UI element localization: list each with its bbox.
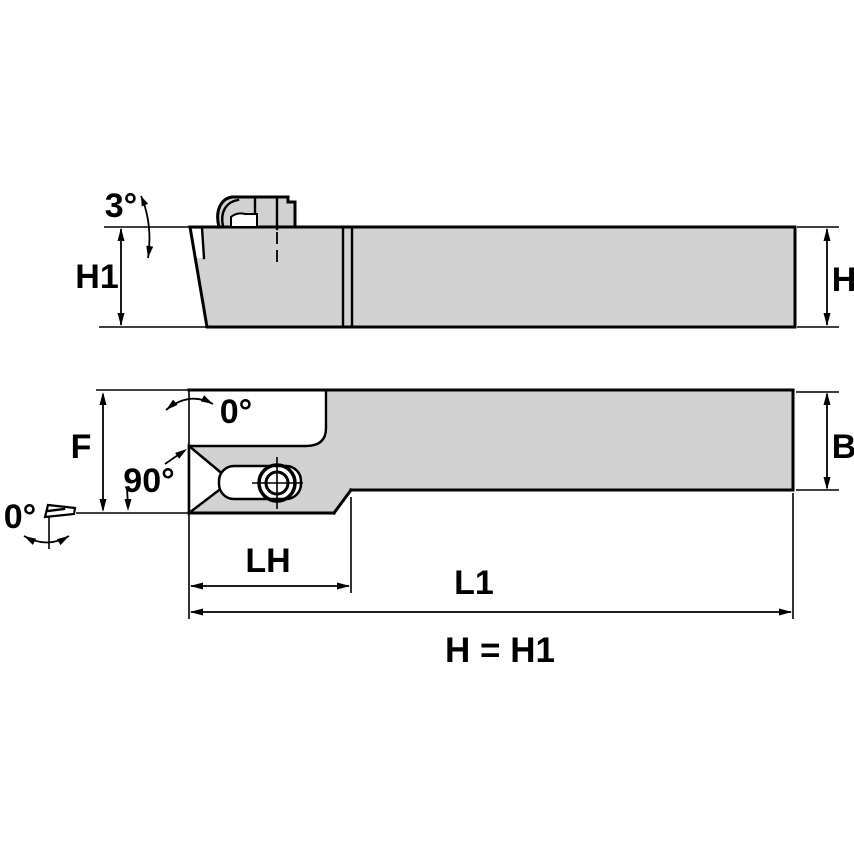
angle-3deg: 3° <box>105 187 154 259</box>
insert-side-sliver <box>191 229 204 258</box>
dimension-LH: LH <box>190 497 352 593</box>
label-H1: H1 <box>75 258 118 296</box>
dimension-B: B <box>796 391 854 491</box>
side-view-outline <box>188 195 797 329</box>
dimension-H: H <box>797 226 854 328</box>
caption-equation: H = H1 <box>445 631 555 670</box>
label-L1: L1 <box>454 564 494 602</box>
label-LH: LH <box>245 542 290 580</box>
label-F: F <box>71 428 92 466</box>
dimension-F: F <box>71 389 188 514</box>
clamp-screw <box>252 457 303 509</box>
insert-triangle <box>187 443 234 516</box>
plan-view: F 0° 90° 0° <box>4 388 854 619</box>
label-0deg-left: 0° <box>4 498 37 536</box>
angle-0deg-top: 0° <box>165 393 253 431</box>
label-3deg: 3° <box>105 187 138 225</box>
label-H: H <box>832 261 854 299</box>
insert-front-tip <box>43 503 77 519</box>
angle-0deg-left: 0° <box>4 498 77 549</box>
label-B: B <box>832 428 854 466</box>
label-0deg-top: 0° <box>220 393 253 431</box>
dimension-H1: H1 <box>75 226 206 328</box>
side-view-body <box>190 227 795 327</box>
head-top-face <box>189 390 326 446</box>
side-view: H1 3° H <box>75 187 854 329</box>
dimension-L1: L1 <box>190 493 794 619</box>
label-90deg: 90° <box>123 462 174 500</box>
angle-90deg: 90° <box>123 449 187 511</box>
plan-view-body <box>189 390 793 513</box>
